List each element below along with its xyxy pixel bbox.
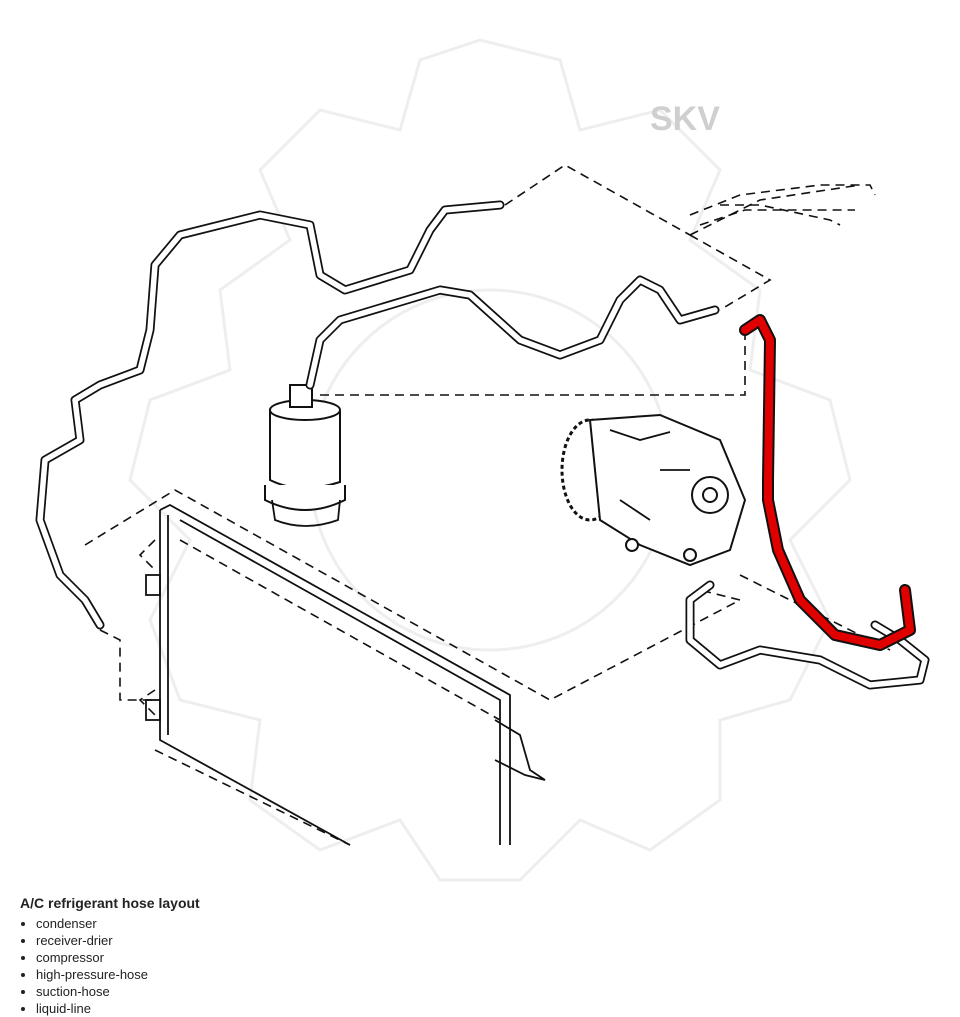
watermark-gear-outline [128, 38, 852, 882]
drier-outlet-hose [305, 275, 720, 390]
receiver-drier [264, 384, 346, 527]
assembly-guide-lines [84, 164, 891, 846]
liquid-line-hose [35, 200, 505, 630]
compressor [560, 413, 747, 567]
component-item: high-pressure-hose [36, 966, 320, 983]
component-item: condenser [36, 915, 320, 932]
component-item: compressor [36, 949, 320, 966]
suction-hose [685, 580, 930, 690]
condenser [145, 503, 546, 846]
diagram-title: A/C refrigerant hose layout [20, 895, 200, 911]
diagram-caption: A/C refrigerant hose layout condenser re… [20, 895, 320, 1017]
skv-watermark-logo: SKV [650, 100, 720, 138]
high-pressure-hose-highlighted [739, 314, 916, 651]
component-item: receiver-drier [36, 932, 320, 949]
evaporator-pipes [689, 184, 876, 226]
component-item: suction-hose [36, 983, 320, 1000]
component-list: condenser receiver-drier compressor high… [20, 915, 320, 1017]
component-item: liquid-line [36, 1000, 320, 1017]
